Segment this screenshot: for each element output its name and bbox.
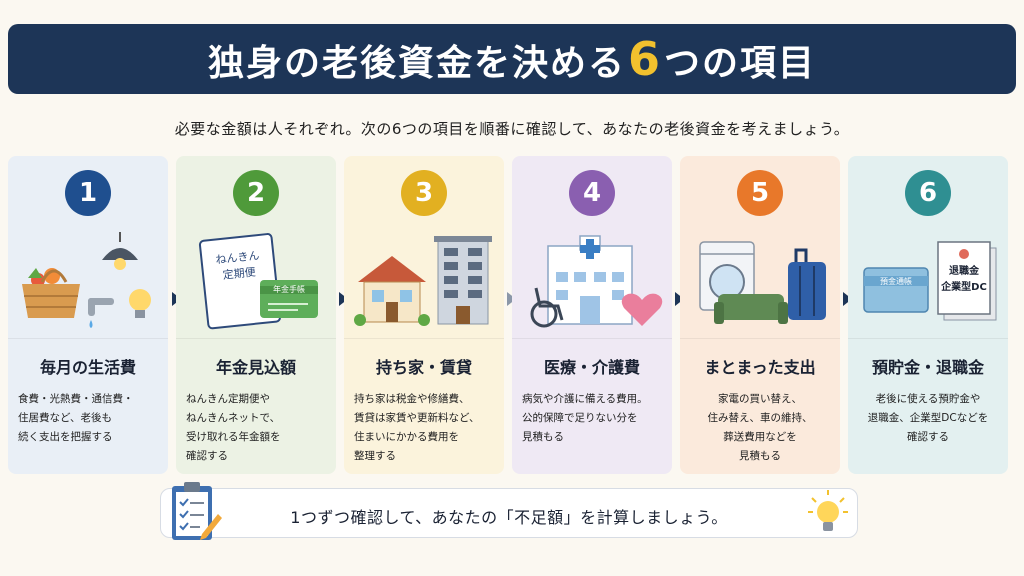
step-badge: 5 (737, 170, 783, 216)
desc-line: 見積もる (739, 450, 781, 462)
card-lump-sum-expenses: 5 まとまった支出 家電の買い替え、 住み替え、車の維持、 葬送費用などを 見積… (680, 156, 840, 474)
desc-line: 退職金、企業型DCなどを (867, 412, 989, 424)
document-label-line1: 退職金 (949, 264, 980, 277)
step-badge: 1 (65, 170, 111, 216)
desc-line: 受け取れる年金額を (186, 431, 281, 443)
document-label-line2: 企業型DC (940, 280, 987, 293)
subtitle: 必要な金額は人それぞれ。次の6つの項目を順番に確認して、あなたの老後資金を考えま… (174, 120, 850, 138)
card-title: 毎月の生活費 (39, 358, 136, 377)
card-description: ねんきん定期便や ねんきんネットで、 受け取れる年金額を 確認する (186, 390, 326, 466)
desc-line: 賃貸は家賃や更新料など、 (354, 412, 480, 424)
desc-line: 公的保障で足りない分を (522, 412, 638, 424)
card-description: 病気や介護に備える費用。 公的保障で足りない分を 見積もる (522, 390, 662, 447)
clipboard-checklist-icon (172, 482, 222, 540)
arrow-right-icon (843, 292, 852, 306)
desc-line: ねんきんネットで、 (186, 412, 281, 424)
title-banner: 独身の老後資金を決める 6 つの項目 (8, 24, 1016, 94)
card-description: 家電の買い替え、 住み替え、車の維持、 葬送費用などを 見積もる (690, 390, 830, 466)
card-medical-care: 4 医療・介護費 病気や介護に備える費用。 公的保障で足りない分を 見積もる (512, 156, 672, 474)
pension-mail-icon: ねんきん 定期便 年金手帳 (198, 233, 318, 330)
desc-line: 見積もる (522, 431, 564, 443)
card-pension-estimate: 2 ねんきん 定期便 年金手帳 年金見込額 ねんきん定期便や ねんきんネットで、… (176, 156, 336, 474)
card-divider (8, 338, 168, 339)
hospital-wheelchair-icon (530, 235, 663, 328)
desc-line: 家電の買い替え、 (718, 393, 802, 405)
card-divider (344, 338, 504, 339)
desc-line: 住居費など、老後も (18, 412, 112, 424)
card-divider (680, 338, 840, 339)
desc-line: 住み替え、車の維持、 (707, 412, 813, 424)
arrow-right-icon (507, 292, 516, 306)
title-number: 6 (627, 32, 662, 86)
appliance-sofa-suitcase-icon (699, 241, 826, 324)
desc-line: 葬送費用などを (723, 431, 797, 443)
house-and-apartment-icon (354, 236, 492, 326)
card-divider (512, 338, 672, 339)
card-housing: 3 持ち家・賃貸 持ち家は税金や修繕費、 賃貸は家賃や更新料 (344, 156, 504, 474)
arrow-right-icon (675, 292, 684, 306)
desc-line: 住まいにかかる費用を (354, 431, 459, 443)
bankbook-documents-icon: 預金通帳 退職金 企業型DC (863, 241, 997, 321)
step-badge: 2 (233, 170, 279, 216)
desc-line: 整理する (354, 450, 396, 462)
card-description: 持ち家は税金や修繕費、 賃貸は家賃や更新料など、 住まいにかかる費用を 整理する (354, 390, 494, 466)
step-badge: 3 (401, 170, 447, 216)
desc-line: ねんきん定期便や (186, 393, 270, 405)
card-title: 年金見込額 (215, 358, 296, 377)
footer-callout: 1つずつ確認して、あなたの「不足額」を計算しましょう。 (160, 488, 858, 538)
step-badge: 6 (905, 170, 951, 216)
footer-text: 1つずつ確認して、あなたの「不足額」を計算しましょう。 (290, 508, 728, 527)
mail-label-line1: ねんきん (215, 249, 260, 267)
mail-label-line2: 定期便 (222, 265, 256, 282)
step-badge: 4 (569, 170, 615, 216)
lightbulb-icon (808, 490, 848, 531)
item-cards: 1 毎月の生活費 食費・光熱費・通信費・ 住居費など、老後も (8, 156, 1016, 474)
card-title: 預貯金・退職金 (871, 358, 984, 377)
card-description: 食費・光熱費・通信費・ 住居費など、老後も 続く支出を把握する (18, 390, 158, 447)
arrow-right-icon (339, 292, 348, 306)
card-living-expenses: 1 毎月の生活費 食費・光熱費・通信費・ 住居費など、老後も (8, 156, 168, 474)
bankbook-label: 預金通帳 (880, 276, 912, 286)
card-divider (848, 338, 1008, 339)
card-savings-retirement: 6 預金通帳 退職金 企業型DC 預貯金・退職金 老後に使える預貯金や 退職金、… (848, 156, 1008, 474)
desc-line: 老後に使える預貯金や (875, 393, 981, 405)
title-text-before: 独身の老後資金を決める (207, 43, 626, 84)
title-text-after: つの項目 (664, 43, 817, 84)
card-label: 年金手帳 (273, 284, 305, 294)
desc-line: 確認する (186, 450, 228, 462)
page-title: 独身の老後資金を決める 6 つの項目 (208, 32, 816, 86)
card-title: 医療・介護費 (543, 358, 640, 377)
card-title: まとまった支出 (704, 358, 816, 377)
card-description: 老後に使える預貯金や 退職金、企業型DCなどを 確認する (858, 390, 998, 447)
desc-line: 続く支出を把握する (18, 431, 113, 443)
desc-line: 病気や介護に備える費用。 (522, 393, 648, 405)
desc-line: 確認する (907, 431, 949, 443)
desc-line: 食費・光熱費・通信費・ (18, 393, 134, 405)
household-goods-icon (22, 232, 151, 328)
desc-line: 持ち家は税金や修繕費、 (354, 393, 470, 405)
card-divider (176, 338, 336, 339)
card-title: 持ち家・賃貸 (375, 358, 472, 377)
